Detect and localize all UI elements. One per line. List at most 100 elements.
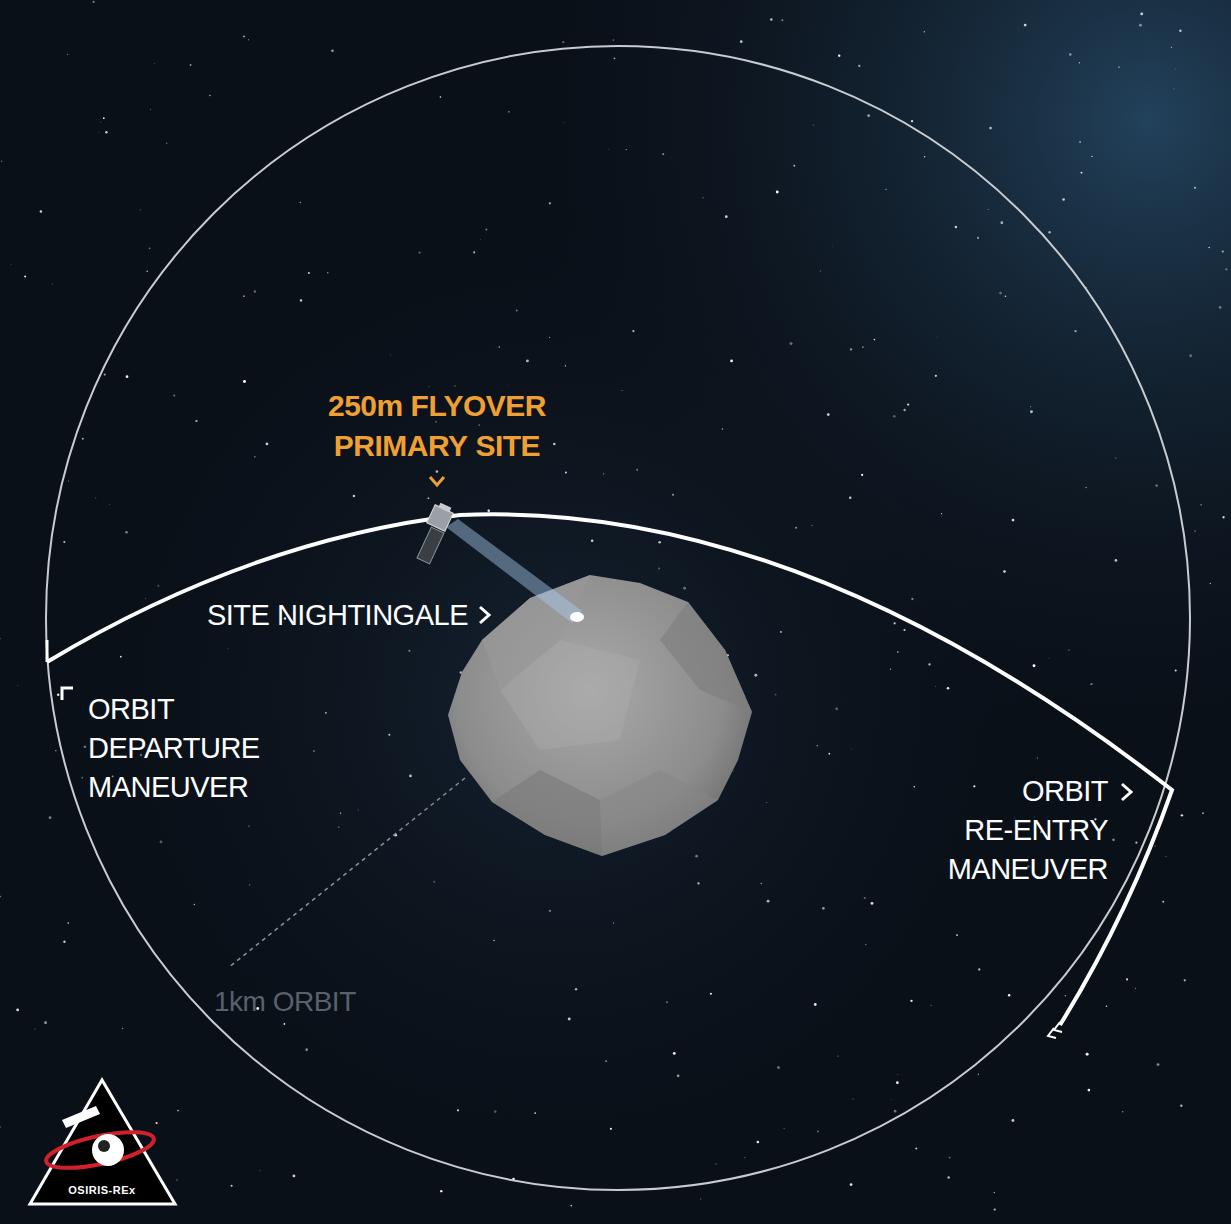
star [427, 497, 429, 499]
star [897, 651, 899, 653]
star [894, 622, 896, 624]
star [55, 750, 56, 751]
star [632, 330, 634, 332]
star [658, 567, 660, 569]
star [243, 380, 246, 383]
star [1162, 901, 1164, 903]
star [941, 513, 942, 514]
star [1069, 53, 1071, 55]
star [864, 897, 866, 899]
star [865, 944, 866, 945]
star [987, 209, 989, 211]
star [849, 497, 852, 500]
star [98, 131, 100, 133]
star [1081, 172, 1083, 174]
star [228, 648, 229, 649]
star [17, 684, 19, 686]
star [1118, 66, 1120, 68]
star [44, 1021, 47, 1024]
star [930, 1004, 932, 1006]
star [254, 456, 255, 457]
star [1174, 68, 1176, 70]
star [493, 940, 495, 942]
star [568, 1017, 571, 1020]
spacecraft [411, 501, 454, 564]
star [508, 384, 510, 386]
star [409, 775, 412, 778]
star [563, 122, 565, 124]
star [440, 96, 442, 98]
star [835, 707, 838, 710]
star [1189, 354, 1192, 357]
star [827, 413, 830, 416]
star [770, 18, 773, 21]
star [1175, 670, 1177, 672]
star [478, 424, 480, 426]
star [176, 1179, 177, 1180]
star [177, 1110, 179, 1112]
star [1106, 1005, 1108, 1007]
star [157, 585, 159, 587]
star [231, 1185, 233, 1187]
star [780, 631, 782, 633]
star [305, 1048, 308, 1051]
asteroid-bennu [448, 575, 752, 856]
star [153, 63, 155, 65]
star [195, 420, 197, 422]
star [260, 1170, 261, 1171]
star [837, 1055, 838, 1056]
star [16, 1008, 19, 1011]
star [1033, 664, 1036, 667]
star [433, 881, 435, 883]
star [662, 153, 664, 155]
star [1012, 519, 1015, 522]
star [890, 668, 891, 669]
star [338, 826, 340, 828]
logo-text: OSIRIS-REx [50, 1183, 154, 1197]
star [828, 753, 830, 755]
star [610, 1128, 612, 1130]
star [1112, 838, 1115, 841]
star [534, 1112, 536, 1114]
star [913, 786, 915, 788]
star [327, 272, 328, 273]
star [1085, 487, 1086, 488]
star [1200, 504, 1202, 506]
star [757, 1141, 760, 1144]
star [928, 663, 930, 665]
star [658, 541, 661, 544]
star [126, 375, 129, 378]
star [700, 1198, 702, 1200]
star [408, 650, 410, 652]
star [254, 290, 257, 293]
star [57, 693, 60, 696]
star [907, 403, 909, 405]
star [419, 251, 421, 253]
star [715, 1163, 716, 1164]
star [1090, 684, 1091, 685]
star [936, 336, 938, 338]
star [776, 191, 779, 194]
star [817, 1130, 819, 1132]
star [626, 149, 627, 150]
star [893, 415, 896, 418]
star [1140, 12, 1143, 15]
star [1024, 24, 1027, 27]
star [915, 1147, 917, 1149]
star [781, 19, 783, 21]
star [1079, 141, 1080, 142]
star [740, 40, 743, 43]
star [924, 156, 926, 158]
star [149, 247, 151, 249]
star [1079, 62, 1080, 63]
star [761, 883, 762, 884]
star [777, 1066, 780, 1069]
star [733, 770, 735, 772]
star [1222, 516, 1224, 518]
star [1091, 683, 1093, 685]
star [300, 202, 302, 204]
star [1086, 1053, 1089, 1056]
star [1155, 484, 1157, 486]
star [553, 443, 556, 446]
star [1225, 268, 1227, 270]
